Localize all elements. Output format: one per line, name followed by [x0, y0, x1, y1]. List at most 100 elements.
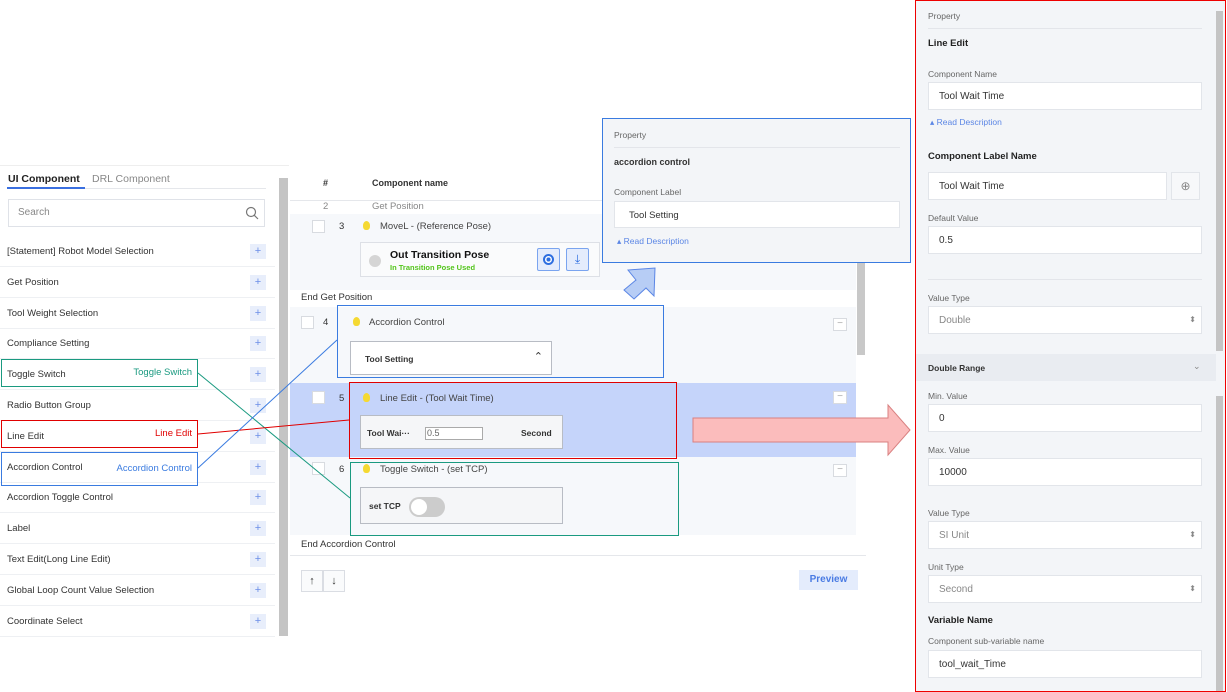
accordion-widget[interactable]: Tool Setting ⌃ — [350, 341, 552, 375]
scrollbar[interactable] — [1216, 11, 1223, 351]
row-num: 6 — [339, 464, 345, 475]
highlight-toggle-row — [350, 462, 679, 536]
collapse-button[interactable]: − — [833, 318, 847, 331]
max-value-label: Max. Value — [928, 445, 970, 455]
bulb-icon — [363, 221, 370, 230]
component-list-item[interactable]: Tool Weight Selection+ — [0, 298, 275, 329]
add-icon[interactable]: + — [250, 613, 266, 629]
scrollbar-lower[interactable] — [1216, 396, 1223, 691]
table-row[interactable]: 6 Toggle Switch - (set TCP) set TCP − — [290, 457, 856, 535]
add-icon[interactable]: + — [250, 490, 266, 506]
move-up-button[interactable]: ↑ — [301, 570, 323, 592]
chevron-down-icon[interactable]: ⌄ — [1193, 361, 1201, 371]
component-name-input[interactable]: Tool Wait Time — [928, 82, 1202, 110]
component-list-item[interactable]: Radio Button Group+ — [0, 390, 275, 421]
globe-icon[interactable]: ⊕ — [1171, 172, 1200, 200]
row-checkbox[interactable] — [312, 220, 325, 233]
section-title: Double Range — [928, 363, 986, 373]
record-pose-button[interactable] — [537, 248, 560, 271]
add-icon[interactable]: + — [250, 521, 266, 537]
item-label: Toggle Switch — [7, 369, 66, 381]
collapse-button[interactable]: − — [833, 464, 847, 477]
component-list-item[interactable]: Label + — [0, 513, 275, 545]
label-name-heading: Component Label Name — [928, 151, 1037, 162]
min-value-input[interactable]: 0 — [928, 404, 1202, 432]
add-icon[interactable]: + — [250, 398, 266, 413]
read-description-link[interactable]: ▴ Read Description — [617, 236, 689, 246]
download-pose-button[interactable]: ⤓ — [566, 248, 589, 271]
row-title: Toggle Switch - (set TCP) — [380, 464, 488, 475]
column-component-name: Component name — [372, 178, 449, 188]
label-name-input[interactable]: Tool Wait Time — [928, 172, 1167, 200]
row-title: Line Edit - (Tool Wait Time) — [380, 393, 494, 404]
table-row[interactable]: 4 Accordion Control Tool Setting ⌃ − — [290, 307, 856, 383]
tab-drl-component[interactable]: DRL Component — [92, 173, 170, 185]
unit-value-type-select[interactable]: SI Unit — [928, 521, 1202, 549]
row-checkbox[interactable] — [301, 316, 314, 329]
add-icon[interactable]: + — [250, 552, 266, 567]
add-icon[interactable]: + — [250, 367, 266, 383]
unit-type-label: Unit Type — [928, 562, 964, 572]
item-label: Accordion Control — [7, 461, 83, 473]
row-num: 3 — [339, 221, 345, 232]
property-header: Property — [928, 11, 961, 21]
collapse-button[interactable]: − — [833, 391, 847, 404]
toggle-widget: set TCP — [360, 487, 563, 524]
highlight-line-edit-row — [349, 382, 677, 459]
sub-variable-input[interactable]: tool_wait_Time — [928, 650, 1202, 678]
unit-type-select[interactable]: Second — [928, 575, 1202, 603]
tab-ui-component[interactable]: UI Component — [8, 173, 80, 185]
component-list-item[interactable]: Coordinate Select+ — [0, 606, 275, 637]
read-description-link[interactable]: ▴ Read Description — [930, 117, 1002, 127]
property-panel: Property Line Edit Component Name Tool W… — [915, 0, 1226, 692]
search-icon[interactable] — [245, 206, 259, 220]
add-icon[interactable]: + — [250, 305, 266, 321]
component-list-item[interactable]: [Statement] Robot Model Selection+ — [0, 236, 275, 267]
divider — [290, 555, 866, 556]
toggle-label: set TCP — [369, 501, 401, 511]
default-value-label: Default Value — [928, 213, 979, 223]
add-icon[interactable]: + — [250, 582, 266, 598]
divider — [928, 28, 1202, 29]
add-icon[interactable]: + — [250, 459, 266, 475]
end-get-position-label: End Get Position — [301, 292, 373, 303]
move-down-button[interactable]: ↓ — [323, 570, 345, 592]
double-range-section-header[interactable]: Double Range ⌄ — [916, 354, 1216, 381]
component-library-panel: UI Component DRL Component Search [State… — [0, 165, 289, 637]
value-type-label: Value Type — [928, 293, 970, 303]
toggle-knob — [411, 499, 427, 515]
component-list-item[interactable]: Global Loop Count Value Selection+ — [0, 575, 275, 606]
chevron-up-double-icon[interactable]: ⌃ — [533, 351, 543, 363]
unit-label: Second — [521, 428, 552, 438]
add-icon[interactable]: + — [250, 428, 266, 444]
center-left-scrollbar[interactable] — [280, 178, 288, 634]
row-checkbox[interactable] — [312, 391, 325, 404]
preview-button[interactable]: Preview — [799, 570, 858, 590]
max-value-input[interactable]: 10000 — [928, 458, 1202, 486]
search-input[interactable]: Search — [8, 199, 265, 227]
tab-divider — [7, 188, 266, 189]
component-list-item[interactable]: Compliance Setting + — [0, 328, 275, 360]
wait-time-input[interactable]: 0.5 — [425, 427, 483, 440]
add-icon[interactable]: + — [250, 244, 266, 259]
add-icon[interactable]: + — [250, 336, 266, 352]
add-icon[interactable]: + — [250, 274, 266, 290]
component-list-item[interactable]: Accordion Toggle Control+ — [0, 482, 275, 514]
component-list-item[interactable]: Get Position+ — [0, 267, 275, 298]
accordion-label: Tool Setting — [365, 354, 414, 364]
scrollbar[interactable] — [857, 205, 865, 355]
set-tcp-toggle[interactable] — [409, 497, 445, 517]
component-list-item[interactable]: Line Edit+ — [0, 421, 275, 452]
component-label-input[interactable]: Tool Setting — [614, 201, 900, 228]
component-list-item[interactable]: Text Edit(Long Line Edit) + — [0, 544, 275, 575]
item-label: Text Edit(Long Line Edit) — [7, 554, 111, 565]
component-list-item[interactable]: Toggle Switch + — [0, 359, 275, 391]
row-num: 5 — [339, 393, 345, 404]
row-checkbox[interactable] — [312, 462, 325, 475]
default-value-input[interactable]: 0.5 — [928, 226, 1202, 254]
item-label: Compliance Setting — [7, 338, 90, 350]
value-type-select[interactable]: Double — [928, 306, 1202, 334]
link-text: Read Description — [936, 117, 1002, 127]
item-label: Label — [7, 523, 31, 535]
component-list-item[interactable]: Accordion Control + — [0, 452, 275, 483]
